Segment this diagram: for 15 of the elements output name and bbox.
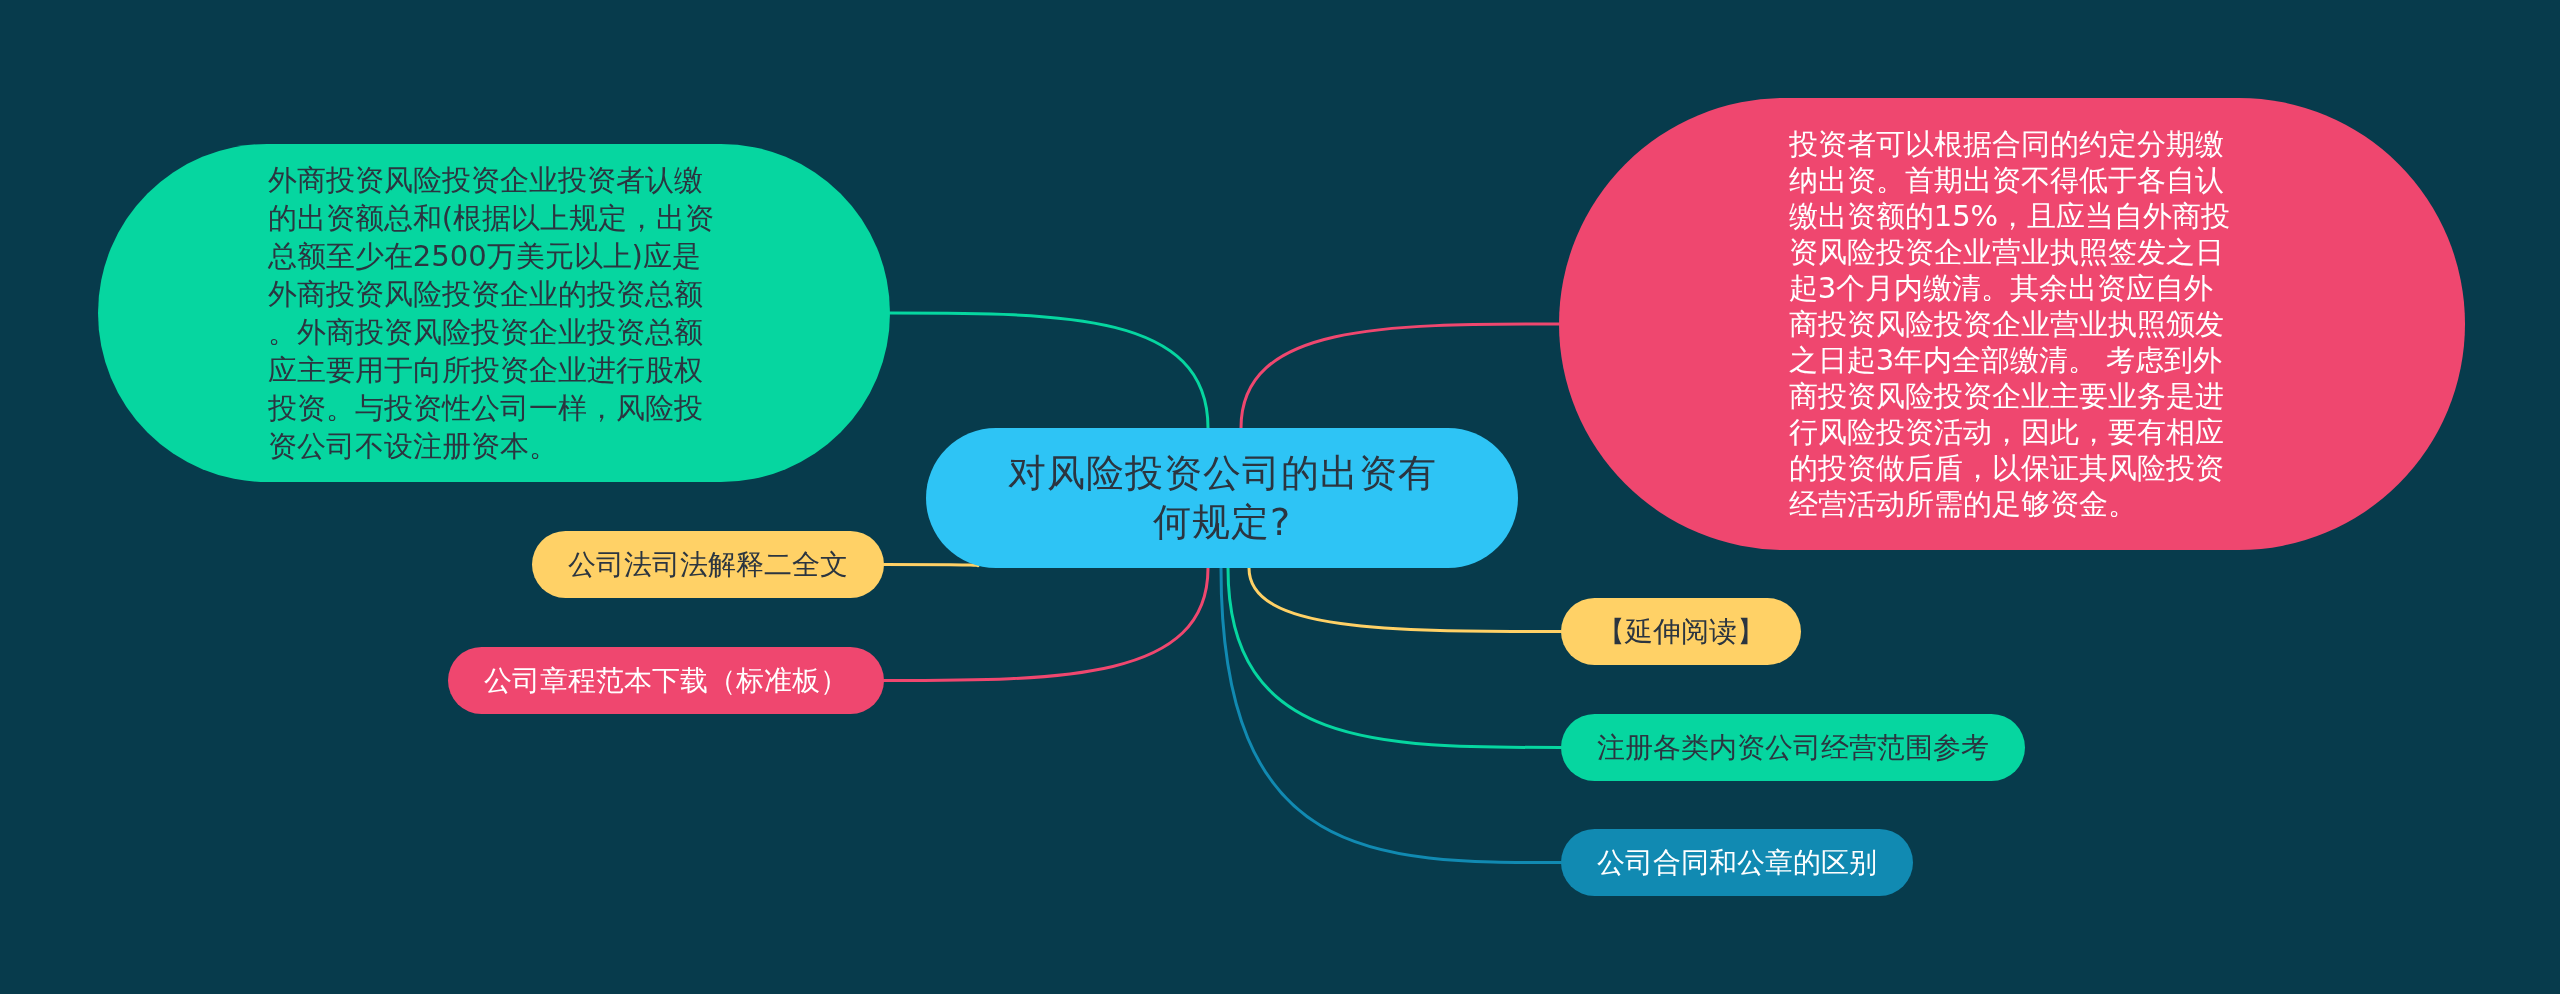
subtopic-text: 公司章程范本下载（标准板）: [484, 663, 848, 698]
connector-line: [888, 311, 1210, 430]
connector-line: [882, 563, 980, 568]
subtopic-text: 【延伸阅读】: [1597, 614, 1765, 649]
subtopic-text: 公司合同和公章的区别: [1597, 845, 1877, 880]
connector-line: [1239, 322, 1561, 430]
connector-line: [1247, 566, 1563, 633]
note-text: 外商投资风险投资企业投资者认缴的出资额总和(根据以上规定，出资总额至少在2500万美元以上)应是外商投资风险投资企业的投资总额。外商投资风险投资企业投资总额应主要用于向所投资企业进行股权投资。与投资性公司一样，风险投资公司不设注册资本。: [267, 162, 716, 465]
connector-line: [1219, 566, 1563, 864]
subtopic-text: 公司法司法解释二全文: [568, 547, 848, 582]
topic-text: 对风险投资公司的出资有何规定?: [1006, 449, 1438, 546]
connector-line: [882, 566, 1210, 682]
note-text: 投资者可以根据合同的约定分期缴纳出资。首期出资不得低于各自认缴出资额的15%，且应当自外商投资风险投资企业营业执照签发之日起3个月内缴清。其余出资应自外商投资风险投资企业营业执照颁发之日起3年内全部缴清。 考虑到外商投资风险投资企业主要业务是进行风险投资活动，因此，要有相应的投资做后盾，以保证其风险投资经营活动所需的足够资金。: [1788, 126, 2232, 522]
connector-line: [1226, 566, 1563, 749]
subtopic-text: 注册各类内资公司经营范围参考: [1597, 730, 1989, 765]
